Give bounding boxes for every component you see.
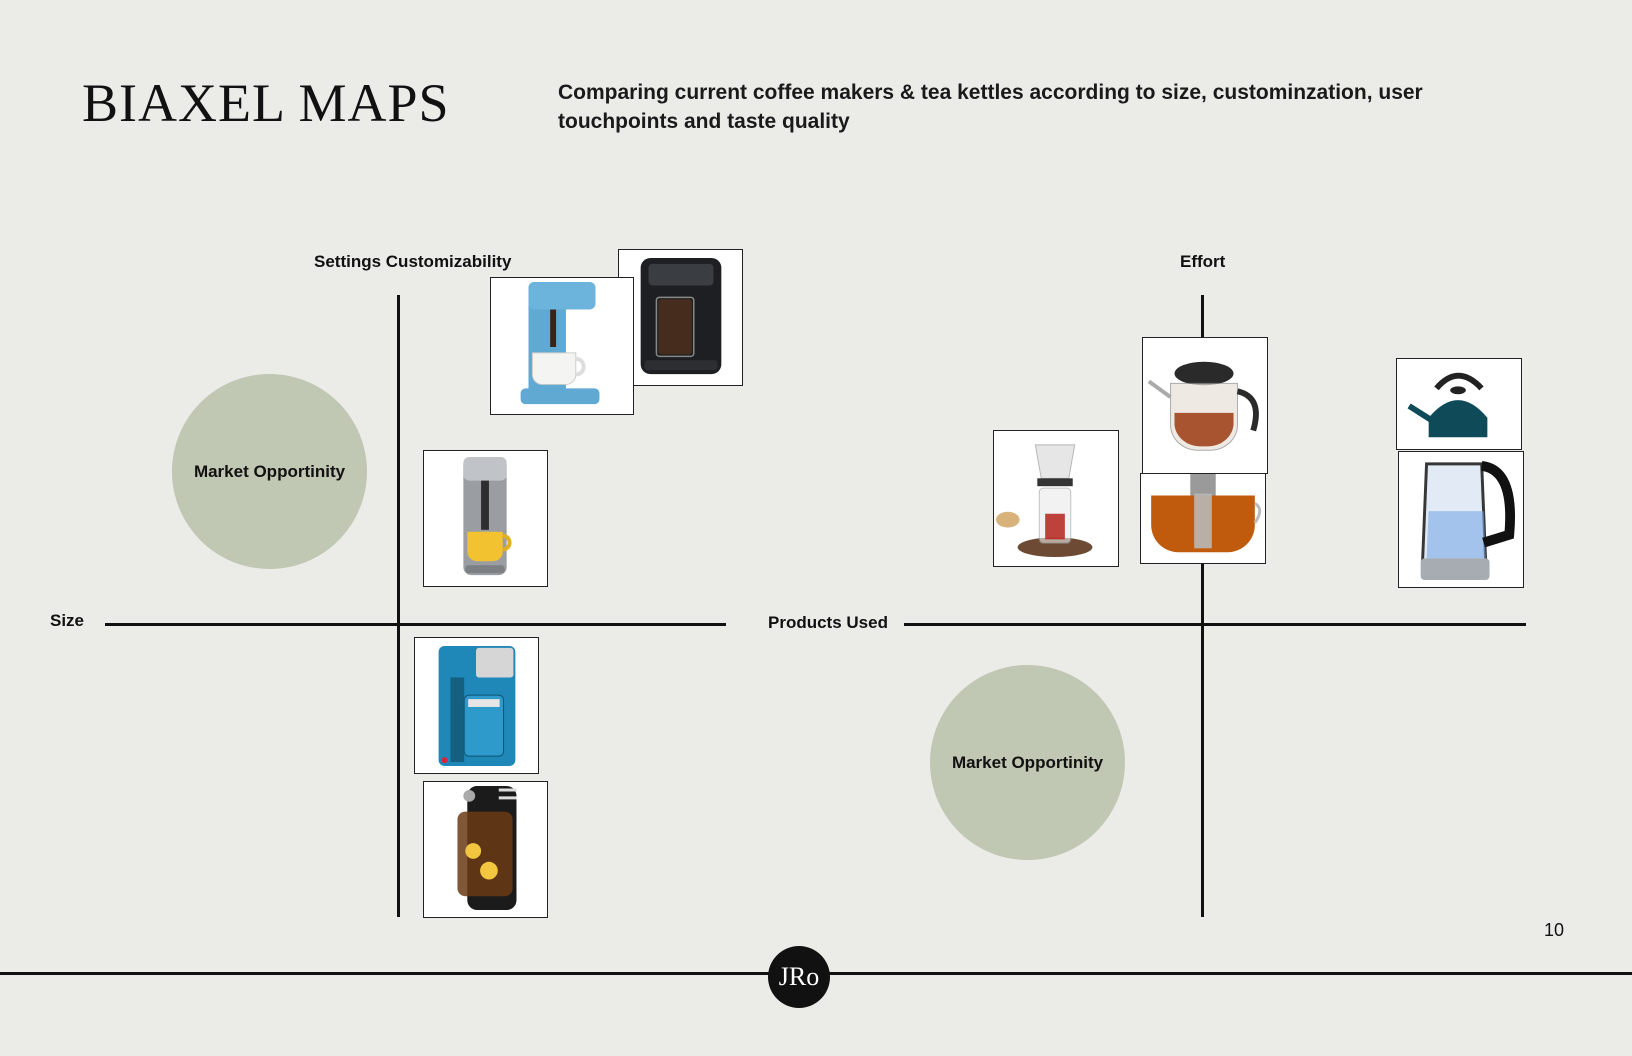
right-market-opportunity-circle: Market Opportinity — [930, 665, 1125, 860]
page-subtitle: Comparing current coffee makers & tea ke… — [558, 81, 1423, 133]
teal-drip-coffee-maker-image — [414, 637, 539, 774]
black-pod-coffee-maker-image — [618, 249, 743, 386]
right-vertical-axis — [1201, 295, 1204, 917]
glass-teapot-infuser-image — [1140, 473, 1266, 564]
brand-logo-text: JRo — [778, 962, 820, 991]
left-x-axis-label: Size — [50, 611, 85, 630]
left-market-opportunity-label: Market Opportinity — [193, 461, 346, 481]
glass-tea-brewer-image — [993, 430, 1119, 567]
gray-mini-coffee-maker-image — [423, 450, 548, 587]
electric-glass-kettle-image — [1398, 451, 1524, 588]
right-market-opportunity-label: Market Opportinity — [951, 752, 1104, 772]
brand-logo: JRo — [768, 946, 830, 1008]
glass-teapot-image — [1142, 337, 1268, 474]
right-horizontal-axis — [904, 623, 1526, 626]
left-y-axis-label: Settings Customizability — [314, 252, 512, 271]
left-vertical-axis — [397, 295, 400, 917]
left-market-opportunity-circle: Market Opportinity — [172, 374, 367, 569]
right-y-axis-label: Effort — [1180, 252, 1226, 271]
blue-single-serve-coffee-maker-image — [490, 277, 634, 415]
page-number: 10 — [1543, 920, 1564, 940]
left-horizontal-axis — [105, 623, 726, 626]
right-x-axis-label: Products Used — [768, 613, 888, 632]
stovetop-kettle-image — [1396, 358, 1522, 450]
page-title: BIAXEL MAPS — [82, 73, 450, 133]
iced-tea-maker-image — [423, 781, 548, 918]
